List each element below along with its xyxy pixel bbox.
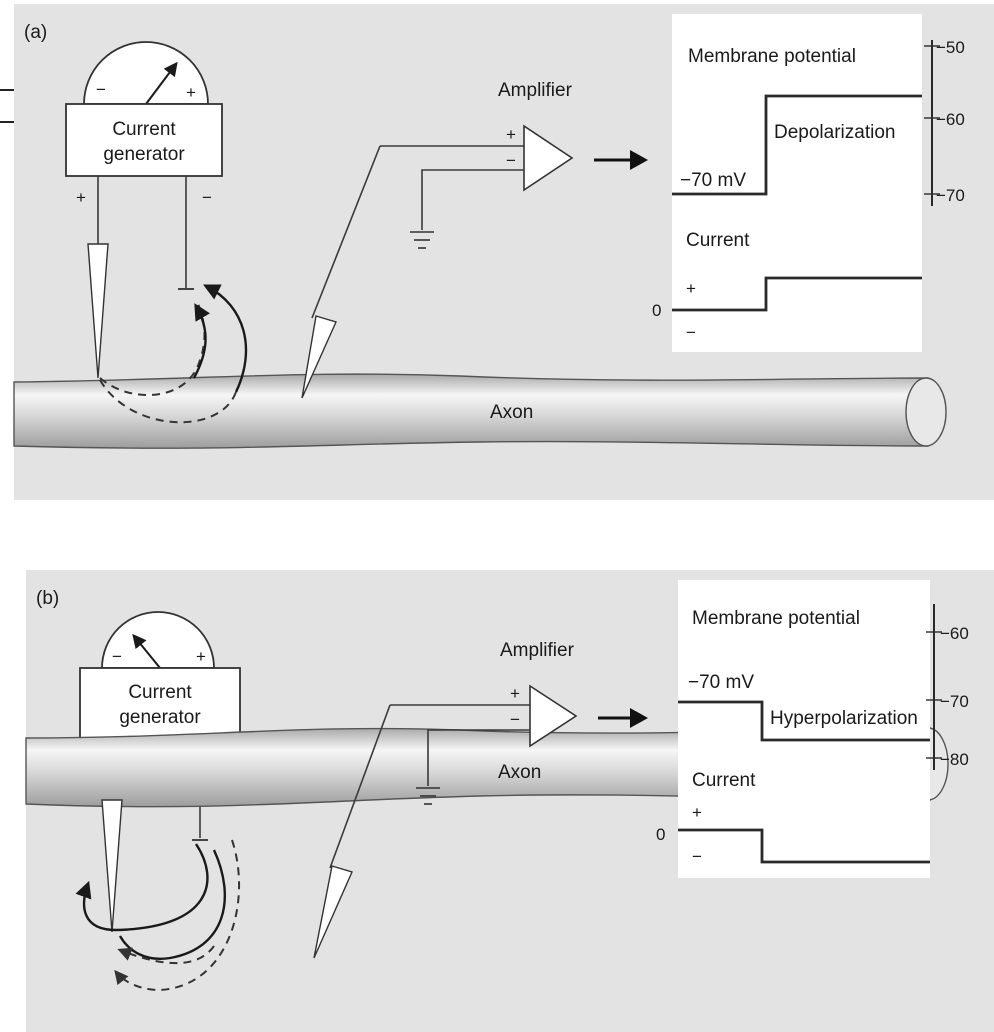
potential-change-label: Depolarization (774, 122, 895, 143)
meter-needle-icon (132, 633, 161, 669)
panel-label: (a) (24, 22, 47, 43)
current-trace (678, 828, 930, 864)
current-arrow-inner (192, 303, 211, 379)
meter-minus-sign: − (112, 647, 122, 666)
current-zero-label: 0 (652, 301, 661, 320)
right-terminal-sign: − (202, 188, 212, 207)
resting-potential-label: −70 mV (680, 170, 746, 191)
amplifier-label: Amplifier (500, 640, 575, 661)
axis-tick-label: −70 (940, 692, 969, 711)
membrane-potential-trace (678, 700, 930, 742)
amplifier-plus-input: + (506, 125, 516, 144)
ground-wire (421, 169, 524, 230)
current-flow-dashed-outer (114, 839, 240, 992)
current-title: Current (686, 230, 750, 251)
recording-wire (329, 704, 391, 869)
panel-a: (a) − + Current generator + − Axon (13, 4, 994, 500)
meter-needle-icon (145, 61, 178, 105)
amplifier-plus-input: + (510, 684, 520, 703)
axis-tick-label: −60 (936, 110, 965, 129)
current-plus-label: + (692, 803, 702, 822)
current-minus-label: − (686, 323, 696, 342)
current-flow-dashed-outer (99, 379, 237, 424)
membrane-potential-title: Membrane potential (692, 608, 860, 629)
current-minus-label: − (692, 847, 702, 866)
panel-b: (b) − + Current generator − + Axon Ampli… (25, 570, 994, 1032)
current-arrow-outer-left (75, 843, 209, 932)
current-title: Current (692, 770, 756, 791)
generator-label-line2: generator (103, 144, 185, 165)
axis-tick-label: −70 (936, 186, 965, 205)
axon-body (13, 373, 929, 449)
amplifier-label: Amplifier (498, 80, 573, 101)
axon-label: Axon (490, 402, 533, 423)
current-generator-box (65, 103, 223, 177)
output-arrowhead-icon (630, 150, 648, 170)
meter-plus-sign: + (196, 647, 206, 666)
amplifier-symbol (523, 124, 574, 192)
axis-tick-label: −60 (940, 624, 969, 643)
meter-plus-sign: + (186, 83, 196, 102)
recording-electrode (301, 315, 337, 399)
ammeter-dial (101, 611, 215, 669)
axon-end-cap (905, 377, 947, 447)
generator-label-line2: generator (119, 707, 201, 728)
generator-label-line1: Current (128, 682, 192, 703)
panel-label: (b) (36, 588, 59, 609)
current-arrow-mid (118, 849, 227, 960)
left-terminal-sign: + (76, 188, 86, 207)
amplifier-minus-input: − (510, 710, 520, 729)
current-trace (672, 276, 922, 312)
potential-change-label: Hyperpolarization (770, 708, 918, 729)
membrane-potential-title: Membrane potential (688, 46, 856, 67)
output-arrowhead-icon (630, 708, 648, 728)
amplifier-minus-input: − (506, 151, 516, 170)
recording-wire (311, 145, 381, 319)
current-arrow-outer (202, 284, 248, 393)
current-plus-label: + (686, 279, 696, 298)
amplifier-symbol (529, 684, 578, 748)
stimulating-electrode (87, 243, 109, 379)
plot-panel (672, 14, 922, 352)
membrane-potential-trace (672, 94, 922, 196)
ground-wire (427, 729, 530, 786)
axis-tick-label: −80 (940, 750, 969, 769)
current-flow-dashed-inner (117, 945, 215, 965)
generator-label-line1: Current (112, 119, 176, 140)
current-zero-label: 0 (656, 825, 665, 844)
plot-panel (678, 580, 930, 878)
ammeter-dial (83, 41, 209, 105)
recording-electrode (313, 865, 353, 959)
current-generator-box (79, 667, 241, 739)
stimulating-electrode (101, 799, 123, 933)
axon-label: Axon (498, 762, 541, 783)
resting-potential-label: −70 mV (688, 672, 754, 693)
meter-minus-sign: − (96, 80, 106, 99)
axis-tick-label: −50 (936, 38, 965, 57)
